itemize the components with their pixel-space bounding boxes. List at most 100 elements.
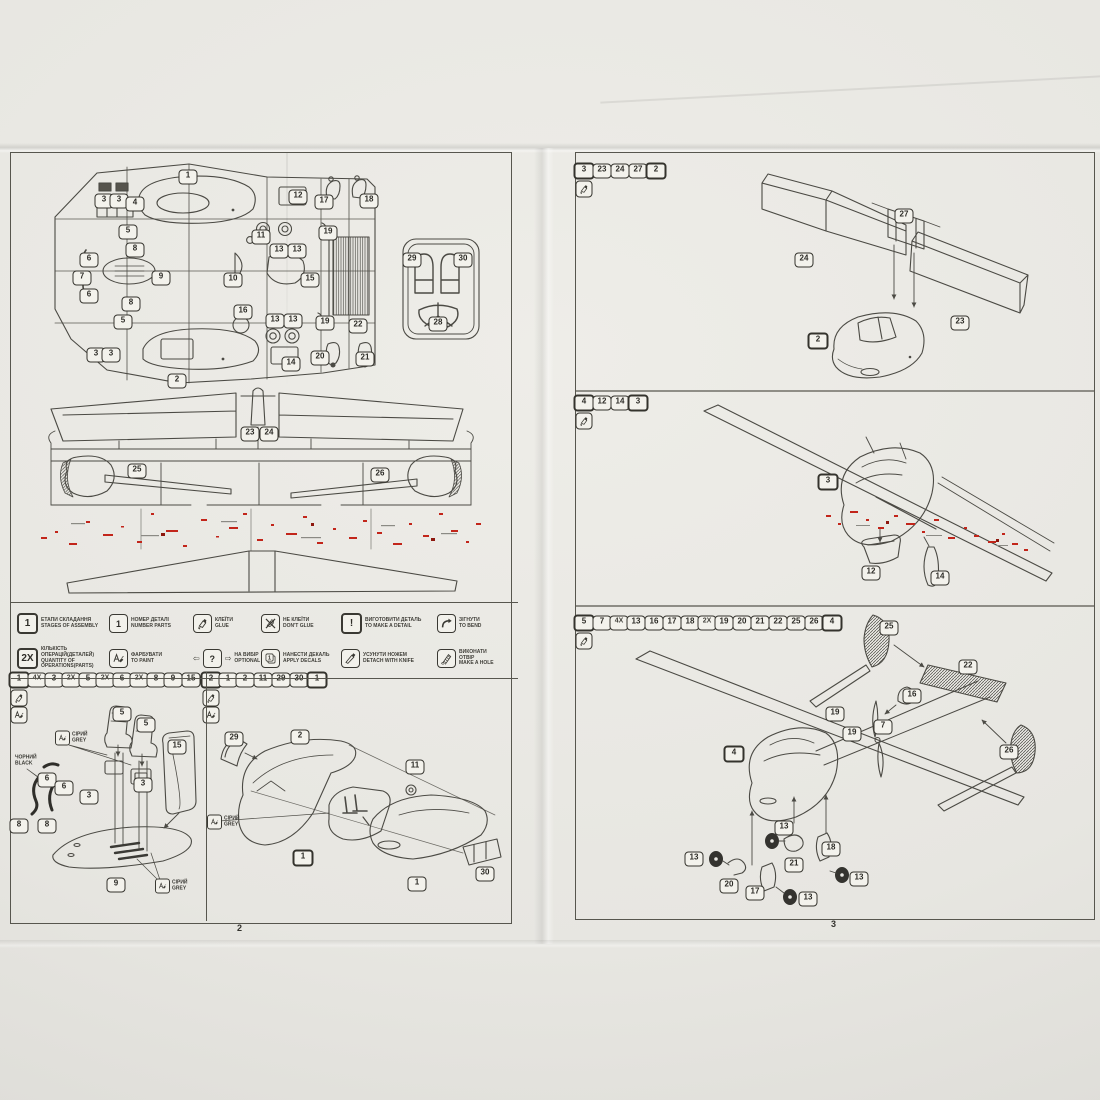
make-detail-icon: !	[341, 613, 362, 634]
part-badge-7: 7	[873, 719, 893, 735]
part-badge-23: 23	[240, 426, 260, 442]
paint-icon	[155, 878, 170, 894]
part-badge-14: 14	[930, 570, 950, 586]
part-badge-19: 19	[825, 706, 845, 722]
part-badge-23: 23	[950, 315, 970, 331]
part-number-icon: 1	[109, 614, 128, 633]
part-badge-4: 4	[125, 196, 145, 212]
part-badge-6: 6	[79, 252, 99, 268]
part-badge-3: 3	[86, 347, 106, 363]
part-badge-9: 9	[106, 877, 126, 893]
step-section-dividers	[576, 390, 1094, 607]
part-badge-16: 16	[233, 304, 253, 320]
part-badge-1: 1	[178, 169, 198, 185]
paint-icon	[10, 706, 28, 724]
part-badge-19: 19	[842, 726, 862, 742]
part-badge-19: 19	[714, 615, 734, 631]
part-badge-4: 4	[573, 394, 595, 412]
part-badge-9: 9	[151, 270, 171, 286]
part-badge-6: 6	[54, 780, 74, 796]
fold-crease-diagonal	[600, 74, 1100, 104]
part-badge-8: 8	[9, 818, 29, 834]
part-badge-5: 5	[113, 314, 133, 330]
part-badge-2: 2	[167, 373, 187, 389]
glue-icon	[193, 614, 212, 633]
part-badge-20: 20	[719, 878, 739, 894]
part-badge-7: 7	[72, 270, 92, 286]
part-badge-22: 22	[768, 615, 788, 631]
part-badge-5: 5	[112, 706, 132, 722]
part-badge-2: 2	[645, 162, 667, 180]
part-badge-20: 20	[732, 615, 752, 631]
part-badge-5: 5	[136, 717, 156, 733]
wing-sprue-diagram	[48, 387, 474, 594]
part-badge-21: 21	[355, 351, 375, 367]
part-badge-8: 8	[125, 242, 145, 258]
quantity-icon: 2X	[17, 648, 38, 669]
part-badge-1: 1	[292, 849, 314, 867]
part-badge-13: 13	[283, 313, 303, 329]
part-badge-4X: 4X	[609, 615, 629, 631]
part-badge-25: 25	[786, 615, 806, 631]
part-badge-4: 4	[821, 614, 843, 632]
glue-icon	[10, 689, 28, 707]
part-badge-23: 23	[592, 163, 612, 179]
part-badge-2: 2	[807, 332, 829, 350]
part-badge-29: 29	[402, 252, 422, 268]
part-badge-24: 24	[259, 426, 279, 442]
main-sprue-diagram	[54, 163, 376, 384]
step3-diagram	[761, 173, 1029, 379]
part-badge-17: 17	[745, 885, 765, 901]
part-badge-26: 26	[999, 744, 1019, 760]
part-badge-26: 26	[370, 467, 390, 483]
fold-crease-bottom	[0, 940, 1100, 948]
decal-icon	[261, 649, 280, 668]
part-badge-20: 20	[310, 350, 330, 366]
part-badge-3: 3	[94, 193, 114, 209]
part-badge-3: 3	[817, 473, 839, 491]
part-badge-5: 5	[573, 614, 595, 632]
part-badge-8: 8	[37, 818, 57, 834]
part-badge-19: 19	[318, 225, 338, 241]
part-badge-13: 13	[798, 891, 818, 907]
part-badge-17: 17	[662, 615, 682, 631]
part-badge-3: 3	[101, 347, 121, 363]
part-badge-11: 11	[405, 759, 425, 775]
part-badge-13: 13	[849, 871, 869, 887]
part-badge-14: 14	[281, 356, 301, 372]
part-badge-30: 30	[453, 252, 473, 268]
part-badge-17: 17	[314, 194, 334, 210]
part-badge-21: 21	[784, 857, 804, 873]
step-divider	[206, 672, 208, 921]
part-badge-30: 30	[475, 866, 495, 882]
part-badge-3: 3	[133, 777, 153, 793]
part-badge-22: 22	[958, 659, 978, 675]
step2-diagram	[218, 737, 502, 866]
part-badge-25: 25	[127, 463, 147, 479]
part-badge-4: 4	[723, 745, 745, 763]
part-badge-5: 5	[118, 224, 138, 240]
glue-icon	[575, 632, 593, 650]
part-badge-13: 13	[269, 243, 289, 259]
part-badge-8: 8	[121, 296, 141, 312]
